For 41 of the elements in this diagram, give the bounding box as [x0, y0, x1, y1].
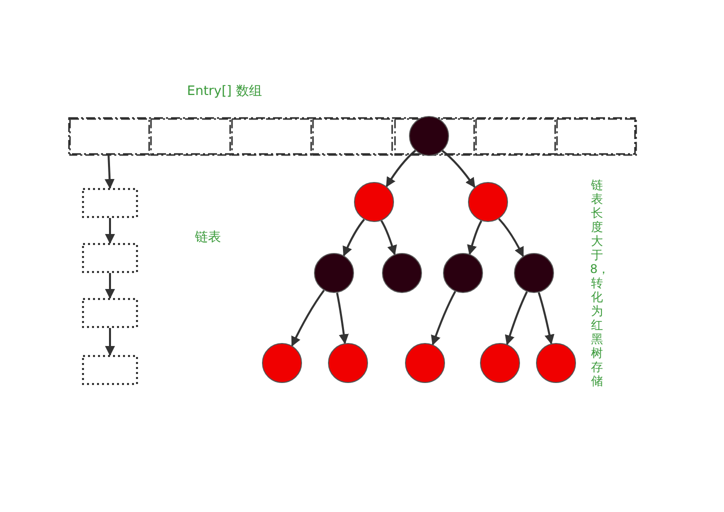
arrow — [380, 220, 397, 256]
list-label: 链表 — [195, 229, 221, 246]
arrow — [538, 292, 554, 345]
list-node-box — [82, 188, 138, 218]
array-cell — [394, 118, 475, 156]
tree-node-circle — [405, 343, 445, 383]
array-cell — [556, 118, 637, 156]
list-node-box — [82, 243, 138, 273]
arrow — [336, 292, 349, 344]
list-node-box — [82, 355, 138, 385]
arrow — [291, 290, 325, 347]
arrow — [105, 273, 115, 299]
arrow — [431, 290, 456, 346]
tree-node-circle — [468, 182, 508, 222]
tree-node-circle — [382, 253, 422, 293]
tree-node-circle — [328, 343, 368, 383]
arrow — [386, 150, 416, 188]
tree-node-circle — [536, 343, 576, 383]
list-node-box — [82, 298, 138, 328]
arrow — [104, 154, 115, 189]
arrow — [440, 149, 476, 188]
tree-node-circle — [314, 253, 354, 293]
array-cell — [474, 118, 556, 156]
arrow — [467, 220, 482, 256]
tree-node-circle — [408, 116, 449, 156]
arrow — [105, 218, 115, 244]
array-cell — [231, 118, 312, 156]
tree-node-circle — [443, 253, 483, 293]
tree-node-circle — [480, 343, 520, 383]
arrow — [504, 291, 528, 346]
array-heading: Entry[] 数组 — [187, 83, 262, 100]
tree-node-circle — [262, 343, 302, 383]
conversion-note: 链表长度大于8，转化为红黑树存储 — [590, 178, 604, 388]
arrow — [342, 218, 365, 256]
arrow — [105, 328, 115, 356]
tree-node-circle — [354, 182, 394, 222]
tree-node-circle — [514, 253, 554, 293]
array-cell — [150, 118, 232, 156]
array-cell — [312, 118, 394, 156]
arrow — [498, 218, 524, 258]
array-cell — [69, 118, 150, 156]
